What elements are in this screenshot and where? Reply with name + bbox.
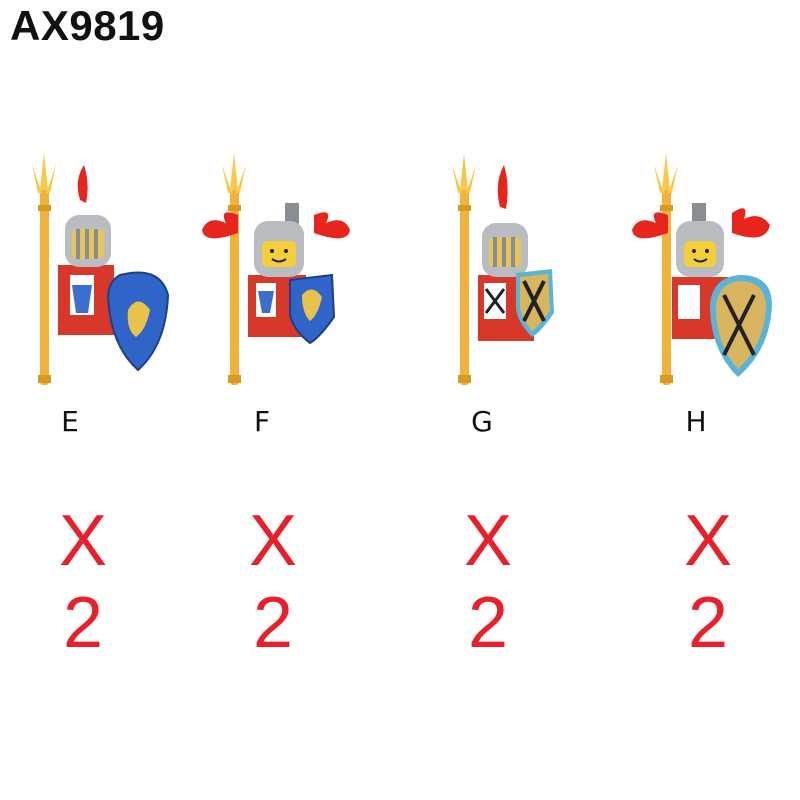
quantity-f: X 2	[248, 501, 312, 663]
quantity-e: X 2	[58, 501, 122, 663]
knight-figure-icon	[632, 153, 772, 385]
quantity-h: X 2	[683, 501, 747, 663]
minifigure-h	[610, 145, 800, 390]
variant-label-h: H	[685, 405, 707, 438]
minifigure-g	[420, 145, 610, 390]
quantity-g: X 2	[463, 501, 527, 663]
knight-figure-icon	[32, 153, 170, 385]
knight-figure-icon	[452, 153, 554, 385]
variant-label-f: F	[253, 405, 271, 438]
minifigure-e	[10, 145, 200, 390]
minifigure-f	[190, 145, 380, 390]
product-code: AX9819	[10, 2, 165, 49]
knight-figure-icon	[202, 153, 350, 385]
variant-label-g: G	[471, 405, 493, 438]
variant-label-e: E	[61, 405, 79, 438]
